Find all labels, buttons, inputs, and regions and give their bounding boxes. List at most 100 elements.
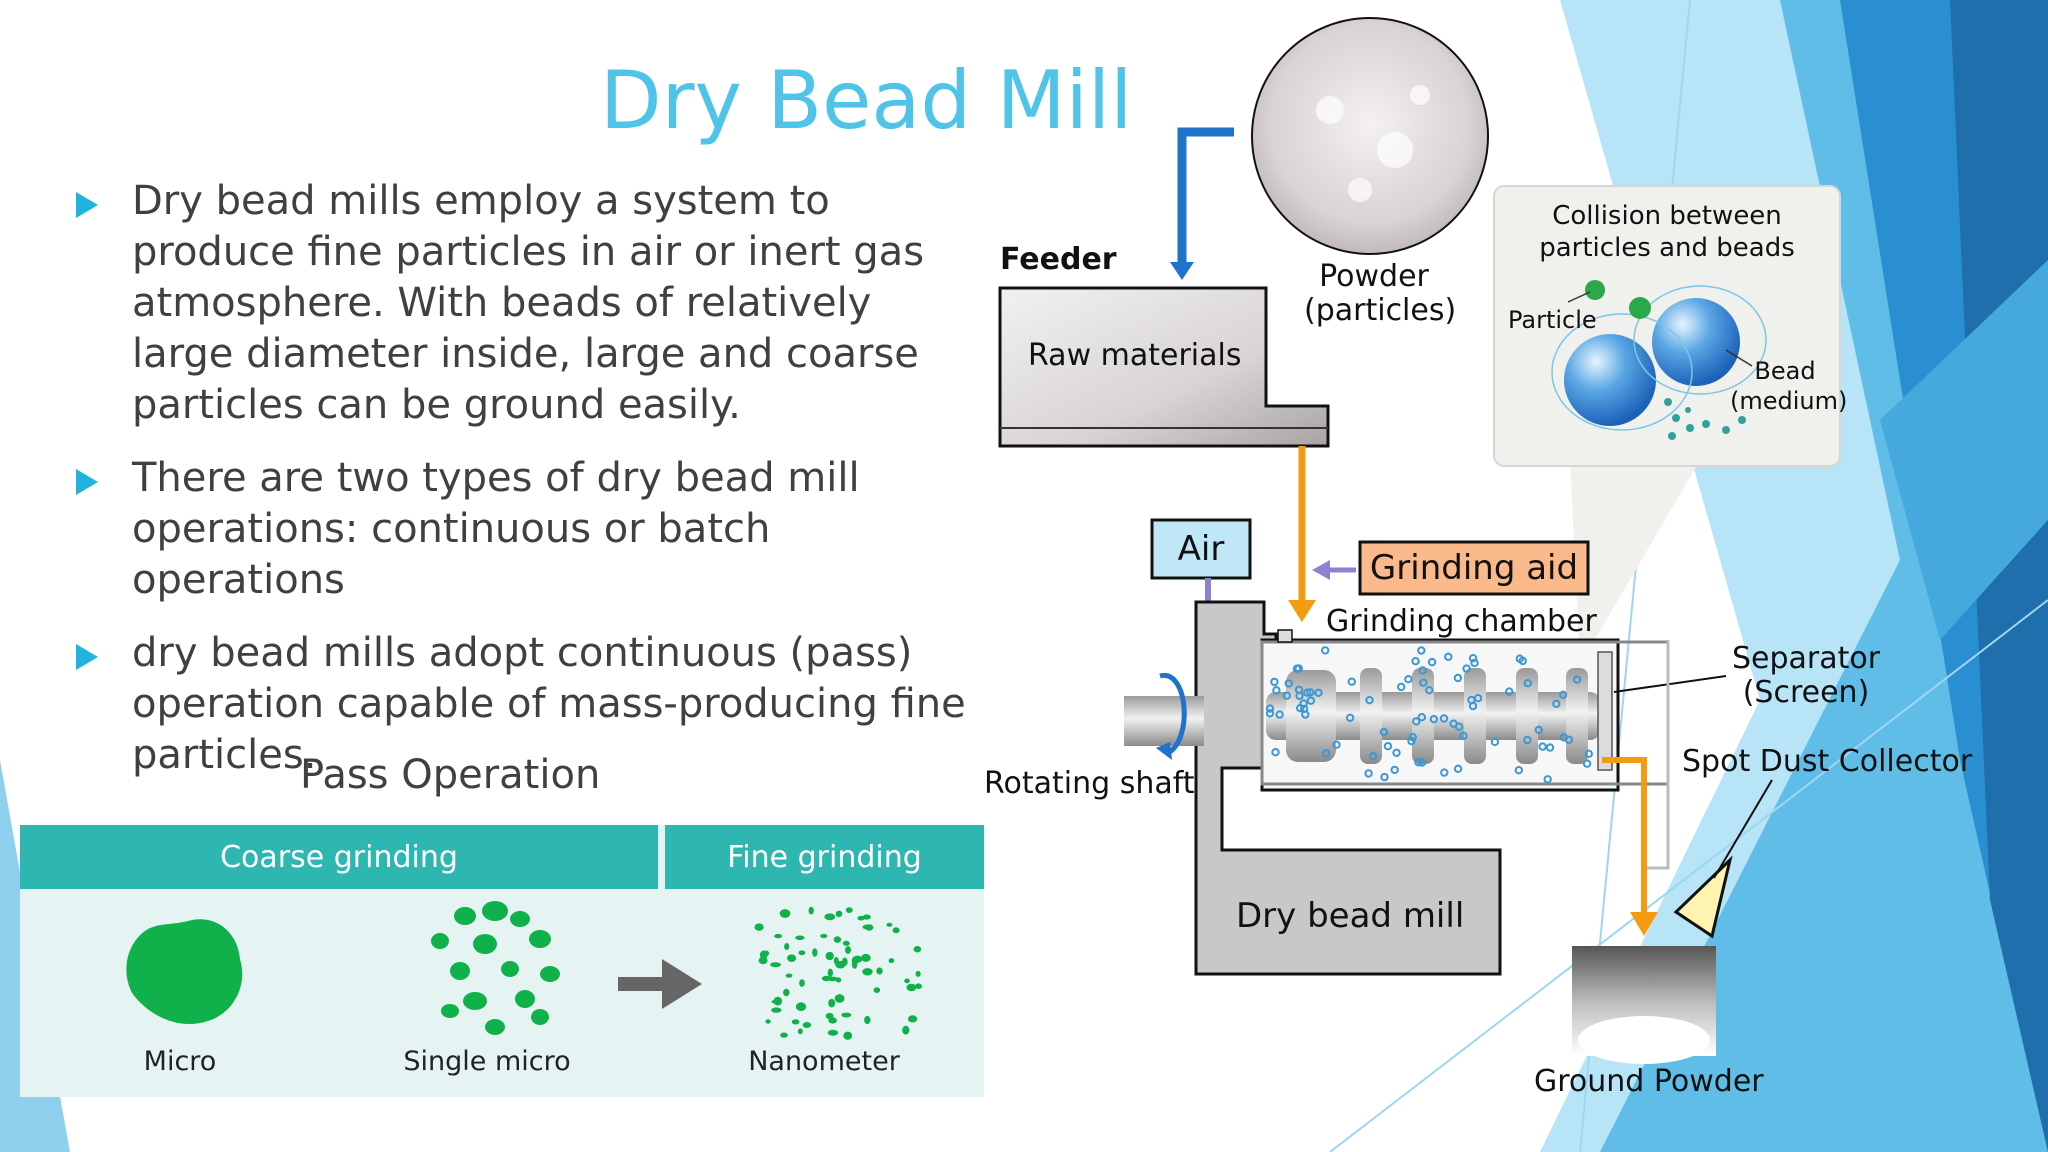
bead-dot <box>1419 678 1428 687</box>
output-flow-line <box>1602 757 1647 920</box>
nano-particle <box>781 909 787 914</box>
bead-dot <box>1468 654 1478 663</box>
nano-particle <box>915 983 922 989</box>
nano-particle <box>892 927 900 934</box>
nano-particle <box>774 933 782 939</box>
nano-particle <box>791 1019 800 1025</box>
grinding-aid-box <box>1358 540 1590 596</box>
rotation-arrow-icon <box>1159 673 1187 757</box>
bead-dot <box>1265 709 1275 718</box>
bead-dot <box>1558 690 1568 699</box>
bead-dot <box>1390 765 1399 775</box>
nano-particle <box>765 1019 771 1024</box>
nano-particle <box>834 994 845 1003</box>
particle-illustration <box>126 901 922 1040</box>
bead-dot <box>1408 733 1417 742</box>
bead-dot <box>1272 686 1281 695</box>
bead-dot <box>1453 673 1463 683</box>
bead-dot <box>1411 657 1420 666</box>
bead-dot <box>1345 713 1355 722</box>
bead-dot <box>1397 682 1406 692</box>
bead-dot <box>1518 656 1527 666</box>
bullet-text: dry bead mills adopt continuous (pass) o… <box>132 630 966 778</box>
separator-screen <box>1597 651 1613 771</box>
nano-particle <box>835 960 846 969</box>
nano-particle <box>833 936 842 943</box>
feeder-label: Feeder <box>1000 242 1117 277</box>
bead-dot <box>1368 752 1378 761</box>
nano-particle <box>913 946 922 953</box>
bead-dot <box>1332 740 1341 749</box>
label-nanometer: Nanometer <box>748 1046 900 1077</box>
separator-label-line2: (Screen) <box>1742 675 1870 710</box>
grinding-aid-label: Grinding aid <box>1369 548 1579 588</box>
bullet-text: Dry bead mills employ a system to produc… <box>132 178 925 428</box>
bead-dot <box>1572 675 1582 684</box>
feeder-pipe <box>1177 127 1234 270</box>
nano-particle <box>827 976 838 982</box>
label-micro: Micro <box>143 1046 217 1077</box>
powder-photo <box>1251 17 1489 255</box>
nano-particle <box>827 968 833 977</box>
bead-dot <box>1564 735 1574 744</box>
bead-dot <box>1275 710 1284 719</box>
bead-dot <box>1271 748 1280 757</box>
bead-dot <box>1429 715 1439 724</box>
nano-particle <box>835 910 843 917</box>
bead-dot <box>1282 691 1292 700</box>
nano-particle <box>907 1015 918 1023</box>
bead-dot <box>1417 713 1427 722</box>
nano-particle <box>824 913 836 921</box>
nanometer-particles <box>754 906 922 1040</box>
bead-dot <box>1453 764 1463 773</box>
bead-dot <box>1306 696 1316 705</box>
nano-particle <box>771 1007 782 1013</box>
nano-particle <box>797 1028 803 1035</box>
nano-particle <box>906 983 917 992</box>
nano-particle <box>842 940 850 946</box>
feeder-arrowhead <box>1170 262 1194 280</box>
nano-particle <box>759 950 768 960</box>
bead-dot <box>1444 652 1453 661</box>
bead-dot <box>1417 758 1427 767</box>
nano-particle <box>843 1031 853 1040</box>
bead-dot <box>1425 686 1434 695</box>
powder-label: Powder (particles) <box>1304 259 1456 328</box>
bead-dot <box>1534 725 1544 735</box>
bead-dot <box>1347 677 1357 686</box>
nano-particle <box>820 933 828 939</box>
nano-particle <box>876 967 883 975</box>
powder-label-line1: Powder <box>1319 259 1429 294</box>
bead-dot <box>1545 743 1555 752</box>
micro-particle <box>126 919 243 1025</box>
bead-dot <box>1292 664 1302 673</box>
separator-label: Separator (Screen) <box>1726 642 1886 710</box>
flow-arrow-icon <box>618 959 702 1009</box>
bead-dot <box>1523 735 1532 745</box>
bead-dot <box>1514 766 1524 775</box>
bead-dot <box>1383 742 1393 751</box>
grinding-beads <box>1265 646 1594 784</box>
bead-dot <box>1407 736 1416 746</box>
raw-materials-hopper <box>998 286 1330 448</box>
nano-particle <box>828 1017 837 1024</box>
rotating-shaft <box>1124 696 1204 746</box>
dry-bead-mill-label: Dry bead mill <box>1236 896 1465 936</box>
nano-particle <box>845 907 853 913</box>
nano-particle <box>812 948 818 957</box>
bead-dot <box>1321 646 1330 655</box>
nano-particle <box>825 951 834 961</box>
bead-dot <box>1364 769 1373 778</box>
bullet-item: Dry bead mills employ a system to produc… <box>72 176 972 431</box>
bead-dot <box>1296 704 1305 713</box>
bullet-text: There are two types of dry bead mill ope… <box>132 455 860 603</box>
bead-dot <box>1314 688 1323 697</box>
bead-dot <box>1462 664 1471 673</box>
bead-dot <box>1584 749 1594 758</box>
bead-label-line2: (medium) <box>1730 387 1848 415</box>
bead-dot <box>1270 677 1279 687</box>
nano-particle <box>862 924 872 930</box>
bead-dot <box>1473 694 1483 703</box>
bead-dot <box>1538 742 1547 751</box>
nano-particle <box>828 998 836 1008</box>
